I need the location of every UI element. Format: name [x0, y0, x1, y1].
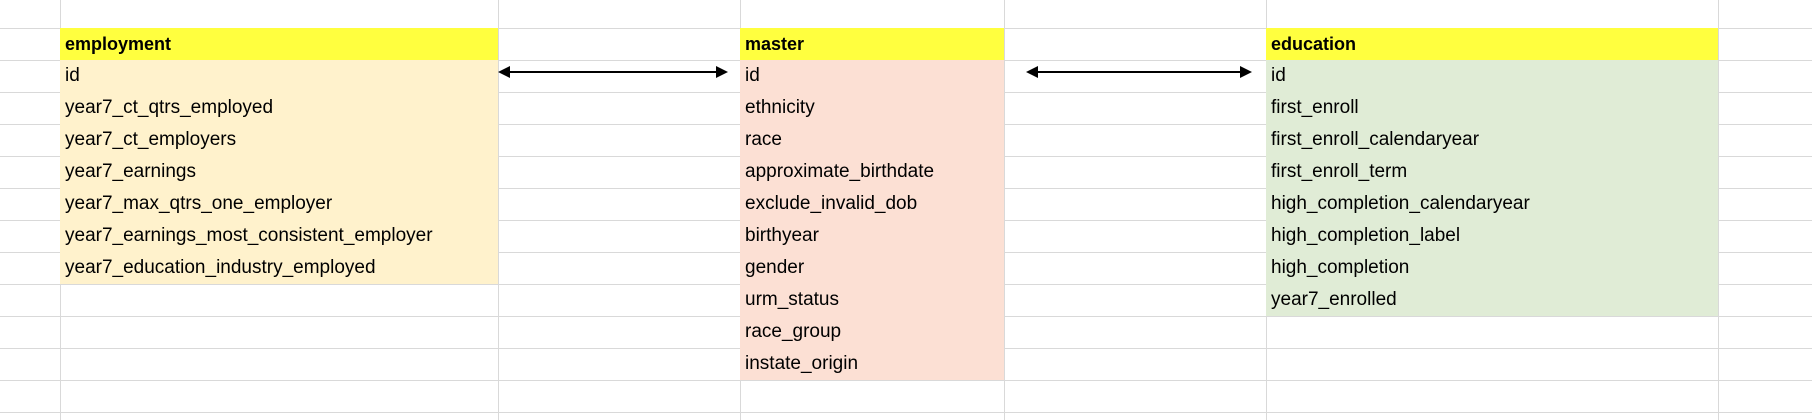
field-cell[interactable]: year7_earnings	[60, 156, 498, 188]
table-header-master[interactable]: master	[740, 28, 1004, 60]
column-gridline	[1718, 0, 1719, 420]
table-header-education[interactable]: education	[1266, 28, 1718, 60]
field-cell[interactable]: id	[740, 60, 1004, 92]
relation-arrow-master-education	[1026, 66, 1252, 78]
field-cell[interactable]: first_enroll_calendaryear	[1266, 124, 1718, 156]
field-cell[interactable]: high_completion_label	[1266, 220, 1718, 252]
field-cell[interactable]: high_completion	[1266, 252, 1718, 284]
field-cell[interactable]: urm_status	[740, 284, 1004, 316]
table-header-employment[interactable]: employment	[60, 28, 498, 60]
field-cell[interactable]: race	[740, 124, 1004, 156]
field-cell[interactable]: high_completion_calendaryear	[1266, 188, 1718, 220]
field-cell[interactable]: id	[1266, 60, 1718, 92]
field-cell[interactable]: birthyear	[740, 220, 1004, 252]
field-cell[interactable]: year7_max_qtrs_one_employer	[60, 188, 498, 220]
field-cell[interactable]: year7_ct_employers	[60, 124, 498, 156]
relation-arrow-employment-master	[498, 66, 728, 78]
field-cell[interactable]: id	[60, 60, 498, 92]
column-gridline	[1004, 0, 1005, 420]
field-cell[interactable]: ethnicity	[740, 92, 1004, 124]
field-cell[interactable]: first_enroll	[1266, 92, 1718, 124]
field-cell[interactable]: instate_origin	[740, 348, 1004, 380]
field-cell[interactable]: race_group	[740, 316, 1004, 348]
field-cell[interactable]: year7_education_industry_employed	[60, 252, 498, 284]
field-cell[interactable]: approximate_birthdate	[740, 156, 1004, 188]
field-cell[interactable]: first_enroll_term	[1266, 156, 1718, 188]
field-cell[interactable]: year7_earnings_most_consistent_employer	[60, 220, 498, 252]
field-cell[interactable]: gender	[740, 252, 1004, 284]
field-cell[interactable]: year7_ct_qtrs_employed	[60, 92, 498, 124]
field-cell[interactable]: exclude_invalid_dob	[740, 188, 1004, 220]
column-gridline	[498, 0, 499, 420]
row-gridline	[0, 380, 1812, 381]
field-cell[interactable]: year7_enrolled	[1266, 284, 1718, 316]
row-gridline	[0, 412, 1812, 413]
